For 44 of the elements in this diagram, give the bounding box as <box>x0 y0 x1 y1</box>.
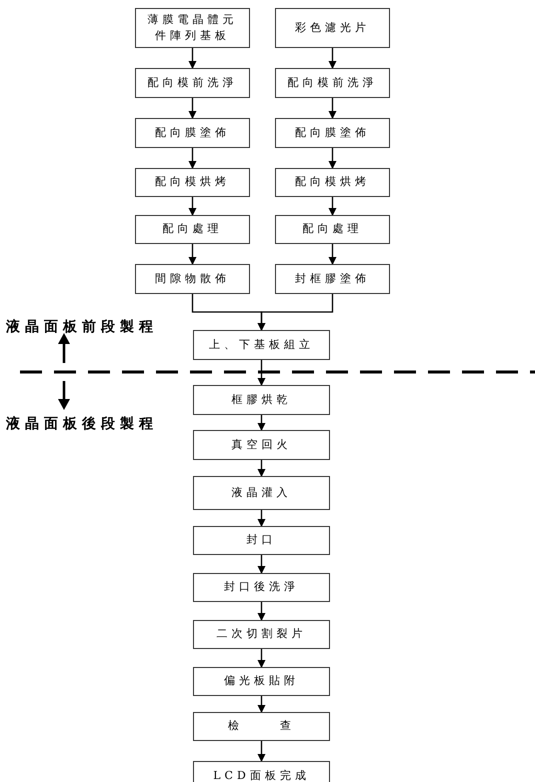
arrow <box>258 360 266 386</box>
arrow <box>258 696 266 713</box>
arrow <box>188 98 196 119</box>
arrow <box>258 460 266 477</box>
arrow <box>258 294 334 331</box>
process-box: 薄膜電晶體元件陣列基板 <box>135 8 250 48</box>
stage-label: 液晶面板前段製程 <box>6 318 158 336</box>
arrow <box>258 415 266 431</box>
arrow <box>188 197 196 216</box>
process-box: 二次切割裂片 <box>193 620 330 649</box>
arrow <box>188 244 196 265</box>
arrow <box>328 48 336 69</box>
process-box: 封框膠塗佈 <box>275 264 390 294</box>
arrow <box>188 48 196 69</box>
process-box: 封口後洗淨 <box>193 573 330 602</box>
arrow <box>258 741 266 762</box>
process-box: 配向模前洗淨 <box>135 68 250 98</box>
process-box: 配向膜塗佈 <box>135 118 250 148</box>
arrow <box>258 510 266 527</box>
process-box: 液晶灌入 <box>193 476 330 510</box>
process-box: 偏光板貼附 <box>193 667 330 696</box>
process-box: 上、下基板組立 <box>193 330 330 360</box>
process-box: 檢 查 <box>193 712 330 741</box>
process-box: 封口 <box>193 526 330 555</box>
process-box: 框膠烘乾 <box>193 385 330 415</box>
arrow <box>258 649 266 668</box>
process-box: 配向模烘烤 <box>135 168 250 197</box>
process-box: 配向處理 <box>275 215 390 244</box>
process-box: 配向處理 <box>135 215 250 244</box>
arrow <box>258 602 266 621</box>
process-box: LCD面板完成 <box>193 761 330 782</box>
process-box: 間隙物散佈 <box>135 264 250 294</box>
process-box: 配向模前洗淨 <box>275 68 390 98</box>
arrow <box>258 555 266 574</box>
arrow <box>188 148 196 169</box>
arrow <box>328 98 336 119</box>
arrow <box>328 148 336 169</box>
arrow <box>328 197 336 216</box>
arrow <box>328 244 336 265</box>
process-box: 真空回火 <box>193 430 330 460</box>
process-box: 彩色濾光片 <box>275 8 390 48</box>
process-box: 配向模烘烤 <box>275 168 390 197</box>
process-box: 配向膜塗佈 <box>275 118 390 148</box>
stage-label: 液晶面板後段製程 <box>6 415 158 433</box>
